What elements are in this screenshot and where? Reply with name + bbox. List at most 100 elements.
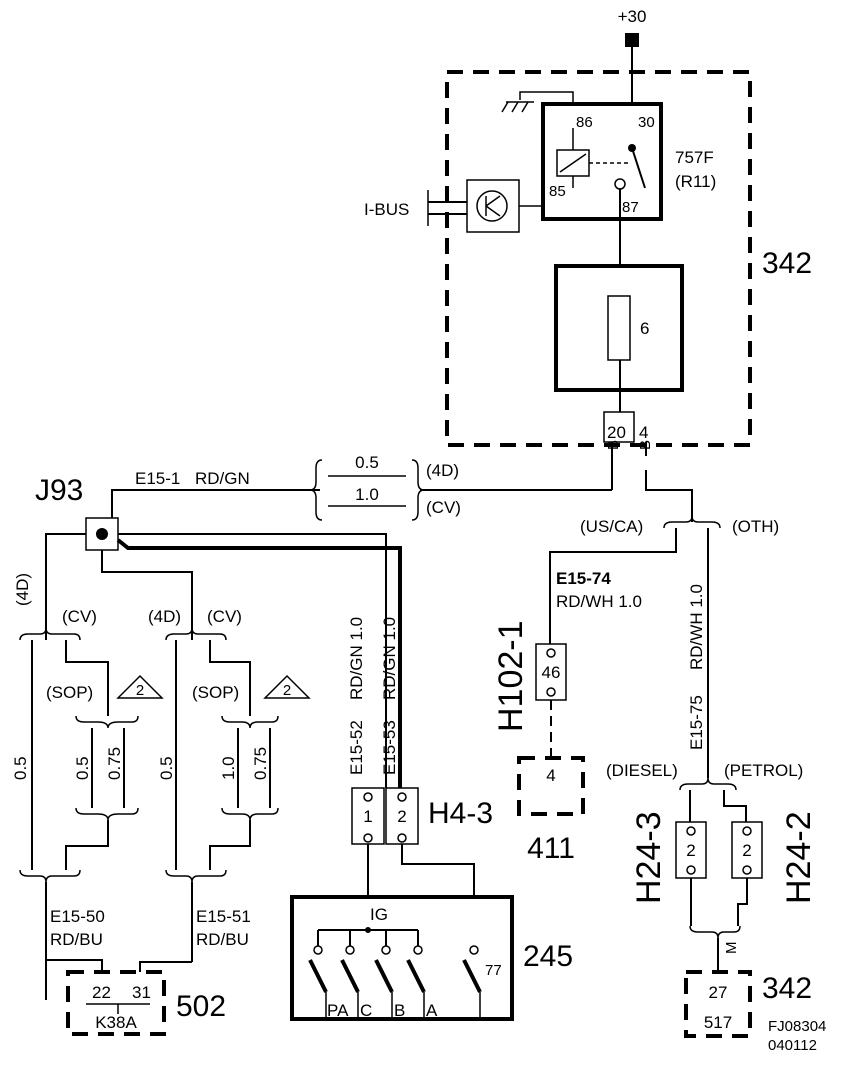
- unit-342-bottom-pin: 27: [709, 983, 728, 1002]
- main-wire-color: RD/GN: [195, 469, 250, 488]
- unit-502-pin-b: 31: [132, 983, 151, 1002]
- mid-variant-brace: [165, 627, 227, 641]
- mid-variant-4d: (4D): [148, 607, 181, 626]
- switch-a: A: [426, 1001, 438, 1020]
- mid-sop: (SOP): [192, 683, 239, 702]
- left-note-icon: [116, 674, 164, 699]
- e1550-color: RD/BU: [50, 930, 103, 949]
- relay-pin-85: 85: [549, 183, 566, 200]
- figure-date: 040112: [768, 1037, 817, 1054]
- engine-brace: [679, 777, 737, 791]
- e1553-spec: RD/GN 1.0: [380, 617, 399, 700]
- supply-terminal-icon: [625, 33, 639, 47]
- engine-diesel: (DIESEL): [606, 761, 678, 780]
- main-wire-variant-cv: (CV): [426, 498, 461, 517]
- relay-757f: [541, 102, 663, 221]
- unit-342-bottom-name: 517: [704, 1013, 732, 1032]
- h43-pin-1-label: 1: [363, 807, 372, 826]
- junction-id: J93: [35, 474, 83, 507]
- unit-502-name: K38A: [95, 1013, 137, 1032]
- relay-pin-86: 86: [576, 114, 593, 131]
- relay-contact-87-icon: [614, 178, 626, 190]
- mid-note: 2: [283, 682, 291, 699]
- main-wire-variant-4d: (4D): [426, 461, 459, 480]
- switch-pa: PA: [327, 1001, 349, 1020]
- market-us: (US/CA): [580, 517, 643, 536]
- fuse-box-pin-20-letter: B: [605, 440, 622, 450]
- unit-411: [517, 756, 585, 816]
- relay-pin-87: 87: [622, 199, 639, 216]
- variant-brace-right: [411, 459, 425, 521]
- unit-502-pin-a: 22: [92, 983, 111, 1002]
- mid-note-icon: [263, 674, 311, 699]
- relay-location: (R11): [675, 172, 716, 191]
- left-variant-cv: (CV): [62, 607, 97, 626]
- mid-variant-cv: (CV): [207, 607, 242, 626]
- unit-342-bottom-id: 342: [762, 972, 812, 1005]
- left-variant-4d: (4D): [13, 573, 32, 606]
- h43-pin-2-label: 2: [397, 807, 406, 826]
- market-brace: [663, 515, 721, 529]
- switch-c: C: [360, 1001, 372, 1020]
- relay-pin-30: 30: [638, 114, 655, 131]
- h43-id: H4-3: [428, 797, 493, 830]
- switch-ig: IG: [370, 905, 388, 924]
- fuse-box-pin-4: 4: [639, 423, 648, 442]
- h243-pin: 2: [686, 841, 695, 860]
- engine-petrol: (PETROL): [724, 761, 803, 780]
- transistor-icon: [476, 190, 508, 222]
- e1550-id: E15-50: [50, 907, 105, 926]
- h242-pin: 2: [742, 841, 751, 860]
- left-sop: (SOP): [46, 683, 93, 702]
- switch-contact-c: [340, 959, 360, 993]
- e1551-id: E15-51: [196, 907, 251, 926]
- supply-label: +30: [618, 7, 647, 26]
- e1574-spec: RD/WH 1.0: [556, 592, 642, 611]
- junction-node-icon: [96, 528, 108, 540]
- unit-342-bottom: [684, 970, 752, 1038]
- e1552-spec: RD/GN 1.0: [347, 617, 366, 700]
- h1021-id: H102-1: [492, 620, 530, 732]
- switch-contact-77: [462, 959, 482, 993]
- left-size-a: 0.5: [11, 756, 30, 780]
- fuse-box-pin-20: 20: [607, 423, 626, 442]
- main-wire-size-4d: 0.5: [355, 453, 379, 472]
- ignition-switch-245: [290, 895, 514, 1021]
- unit-411-id: 411: [527, 832, 575, 865]
- switch-contact-a: [406, 959, 426, 993]
- ibus-label: I-BUS: [364, 200, 409, 219]
- market-oth: (OTH): [732, 517, 779, 536]
- figure-code: FJ08304: [768, 1018, 826, 1035]
- main-wire-id: E15-1: [135, 469, 180, 488]
- switch-id: 245: [523, 940, 573, 973]
- e1574-id: E15-74: [556, 569, 611, 588]
- left-size-b: 0.5: [73, 756, 92, 780]
- left-variant-brace: [19, 627, 81, 641]
- unit-342-bottom-mark: M: [723, 942, 740, 955]
- h243-id: H24-3: [630, 811, 668, 904]
- relay-contact-switch: [631, 147, 646, 189]
- fuse-6-icon: [607, 295, 631, 361]
- e1551-color: RD/BU: [196, 930, 249, 949]
- switch-contact-b: [374, 959, 394, 993]
- switch-pin-77: 77: [485, 962, 502, 979]
- left-size-c: 0.75: [105, 747, 124, 780]
- mid-size-b: 1.0: [219, 756, 238, 780]
- left-note: 2: [136, 682, 144, 699]
- switch-b: B: [394, 1001, 405, 1020]
- mid-size-c: 0.75: [251, 747, 270, 780]
- fuse-box-id: 342: [762, 247, 812, 280]
- fuse-number: 6: [640, 319, 649, 338]
- ibus-driver-module: [466, 179, 520, 233]
- mid-size-a: 0.5: [157, 756, 176, 780]
- e1575-spec: RD/WH 1.0: [687, 584, 706, 670]
- unit-502-id: 502: [176, 990, 226, 1023]
- variant-brace-left: [309, 459, 323, 521]
- h242-id: H24-2: [780, 811, 818, 904]
- h1021-pin: 46: [542, 663, 561, 682]
- e1575-id: E15-75: [687, 695, 706, 750]
- e1552-id: E15-52: [347, 720, 366, 775]
- e1553-id: E15-53: [380, 720, 399, 775]
- main-wire-size-cv: 1.0: [355, 485, 379, 504]
